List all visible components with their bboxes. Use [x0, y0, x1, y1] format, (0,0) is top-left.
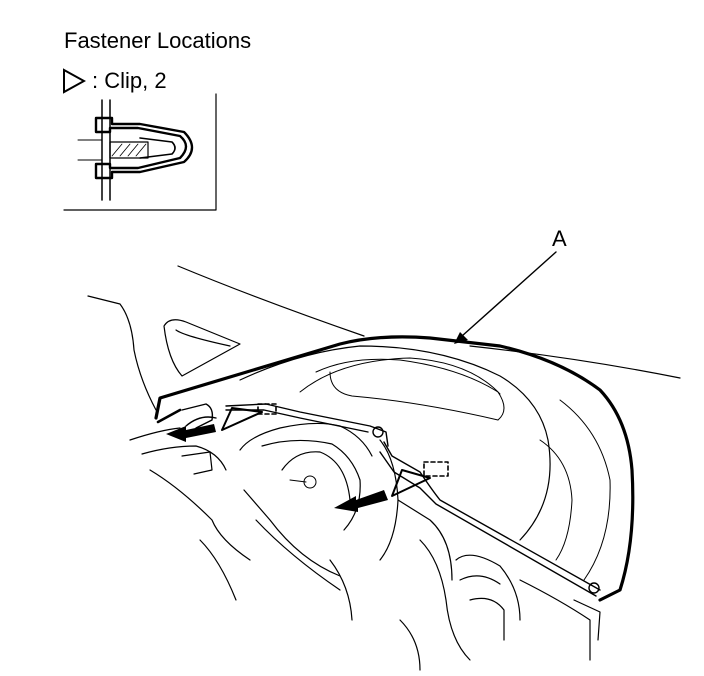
- page-title: Fastener Locations: [64, 28, 252, 53]
- clip-detail-inset: [63, 93, 217, 211]
- clip-symbol-1: [221, 403, 277, 431]
- legend: : Clip, 2: [62, 68, 167, 94]
- clip-bracket-strip: [181, 403, 601, 597]
- dashboard-background: [87, 265, 681, 671]
- callout-leader-a: [454, 251, 557, 344]
- dashboard-panel-a: [154, 335, 635, 602]
- legend-text: : Clip, 2: [92, 68, 167, 93]
- triangle-outline-icon: [63, 68, 86, 94]
- removal-arrow-right: [334, 490, 388, 512]
- clip-symbol-2: [391, 461, 449, 497]
- callout-label-a: A: [552, 226, 567, 251]
- removal-arrow-left: [166, 424, 216, 442]
